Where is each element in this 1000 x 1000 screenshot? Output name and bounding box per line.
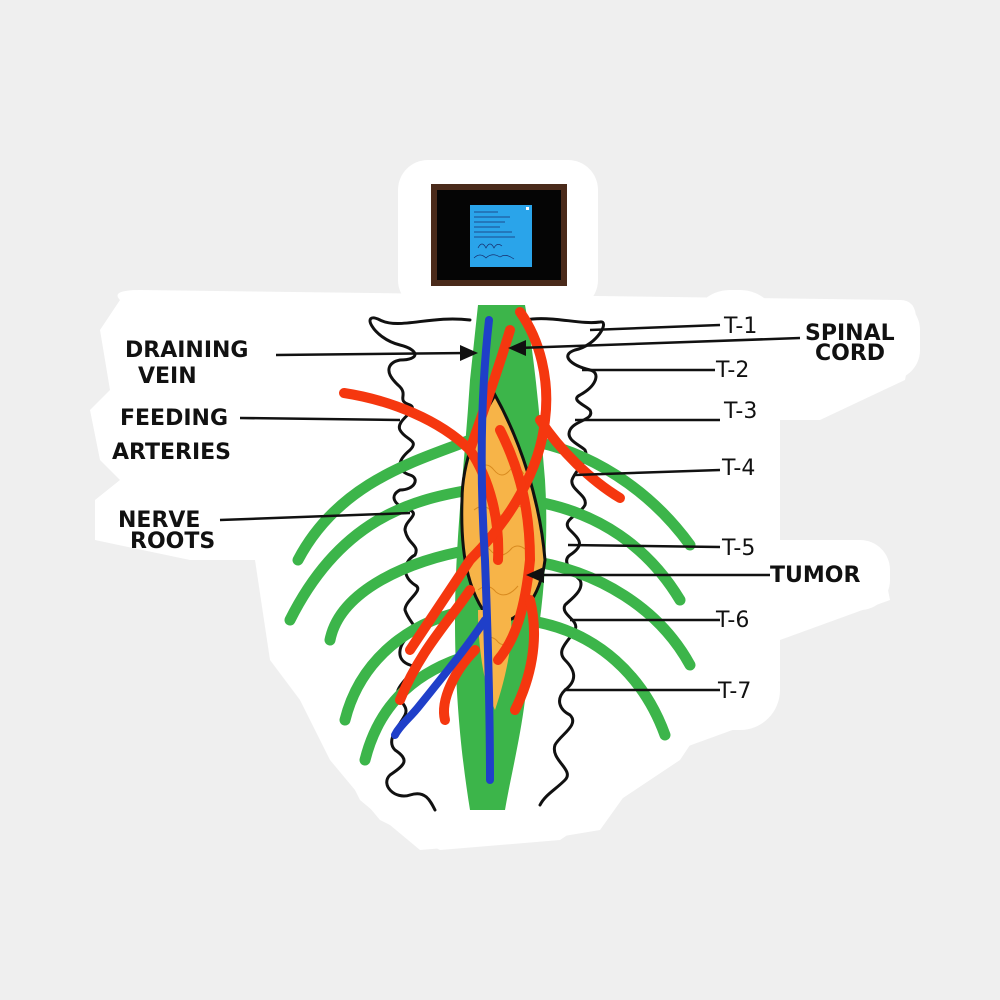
label-feeding-arteries-line2: ARTERIES bbox=[112, 440, 231, 465]
vertebra-label-t4: T-4 bbox=[721, 456, 755, 481]
vertebra-label-t7: T-7 bbox=[717, 679, 751, 704]
arrow-tumor bbox=[526, 567, 544, 583]
label-tumor: TUMOR bbox=[770, 563, 860, 588]
callouts bbox=[219, 323, 801, 692]
callout-spinal-cord bbox=[517, 336, 801, 350]
label-nerve-roots-line2: ROOTS bbox=[130, 529, 215, 554]
label-spinal-cord-line1: SPINAL bbox=[805, 321, 895, 346]
vertebra-label-t2: T-2 bbox=[715, 358, 749, 383]
arrow-draining-vein bbox=[460, 345, 478, 361]
callout-t4 bbox=[574, 468, 721, 477]
label-nerve-roots-line1: NERVE bbox=[118, 508, 200, 533]
callout-draining-vein bbox=[275, 351, 469, 357]
feeding-arteries bbox=[339, 307, 625, 725]
note-pin bbox=[526, 207, 529, 210]
label-feeding-arteries-line1: FEEDING bbox=[120, 406, 228, 431]
label-draining-vein-line2: VEIN bbox=[138, 364, 197, 389]
arrowheads bbox=[460, 340, 544, 583]
callout-nerve-roots bbox=[219, 511, 411, 522]
callout-t5 bbox=[567, 543, 721, 549]
arrow-spinal-cord bbox=[508, 340, 526, 356]
note-paper bbox=[470, 205, 532, 267]
callout-feeding-arteries bbox=[239, 416, 401, 422]
vertebra-label-t6: T-6 bbox=[715, 608, 749, 633]
vertebra-label-t1: T-1 bbox=[723, 314, 757, 339]
label-draining-vein-line1: DRAINING bbox=[125, 338, 248, 363]
note-scribbles bbox=[473, 211, 515, 260]
framed-note bbox=[431, 184, 567, 286]
draining-vein bbox=[391, 316, 494, 784]
vertebra-label-t5: T-5 bbox=[721, 536, 755, 561]
vertebra-label-t3: T-3 bbox=[723, 399, 757, 424]
label-spinal-cord-line2: CORD bbox=[815, 341, 885, 366]
callout-t1 bbox=[589, 323, 721, 332]
